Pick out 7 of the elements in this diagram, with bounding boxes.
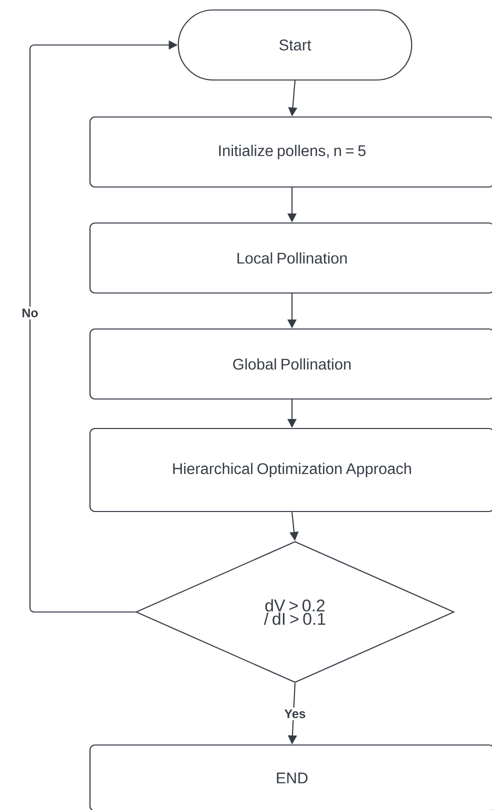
process-box: Global Pollination: [89, 328, 492, 400]
process-box: Initialize pollens, n = 5: [89, 116, 492, 188]
process-box: END: [89, 744, 492, 810]
edge-label: No: [20, 306, 40, 320]
process-box: Local Pollination: [89, 222, 492, 294]
process-box: Hierarchical Optimization Approach: [89, 428, 492, 512]
edge-label: Yes: [282, 707, 308, 720]
